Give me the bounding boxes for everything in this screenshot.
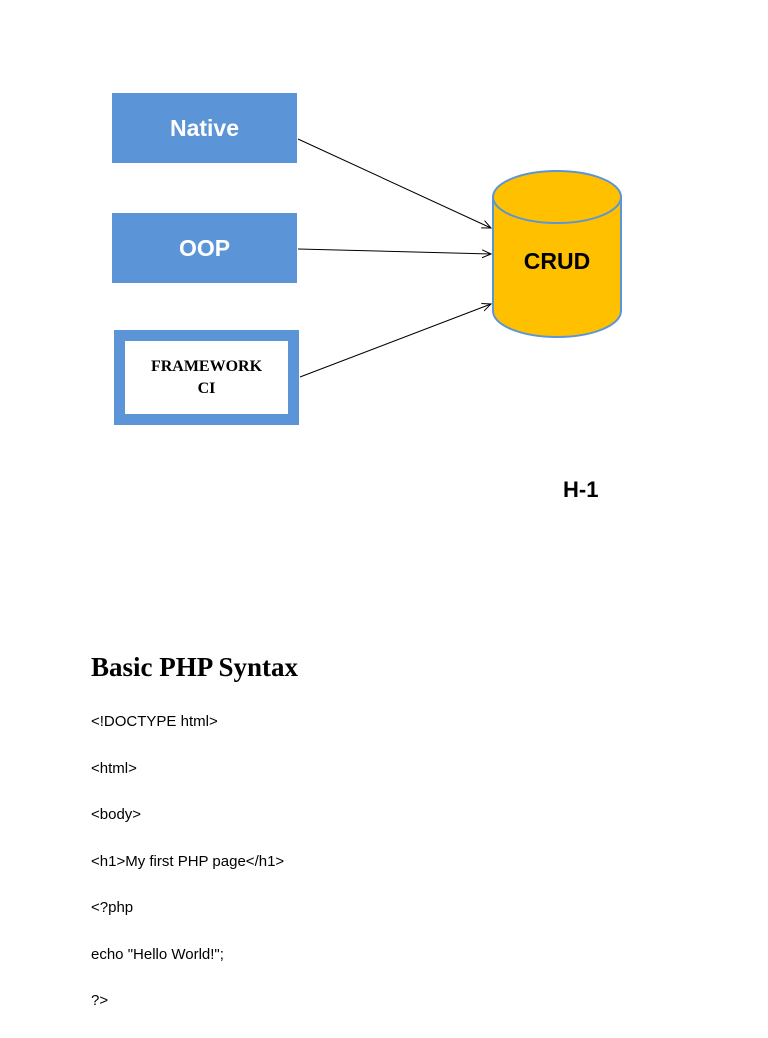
code-line: ?> (91, 992, 109, 1009)
code-line: <!DOCTYPE html> (91, 713, 218, 730)
code-line: <body> (91, 806, 142, 823)
node-framework: FRAMEWORK CI (114, 330, 299, 425)
code-listing: <!DOCTYPE html> <html> <body> <h1>My fir… (91, 712, 284, 1038)
node-oop: OOP (112, 213, 297, 283)
section-title: Basic PHP Syntax (91, 652, 299, 682)
arrow-framework-to-crud (299, 304, 491, 378)
code-line: <h1>My first PHP page</h1> (91, 852, 285, 870)
node-crud-label: CRUD (523, 248, 591, 274)
node-oop-label: OOP (178, 234, 231, 261)
arrow-native-to-crud (297, 138, 491, 228)
code-line: echo "Hello World!"; (91, 945, 224, 963)
node-native-label: Native (169, 114, 240, 141)
code-line: <html> (91, 759, 137, 777)
node-framework-label-line1: FRAMEWORK (150, 357, 263, 375)
diagram-canvas (297, 138, 622, 378)
node-framework-label-line2: CI (197, 379, 216, 397)
node-framework-inner: FRAMEWORK CI (125, 341, 288, 414)
crud-cylinder (492, 170, 622, 338)
arrow-oop-to-crud (297, 248, 491, 254)
diagram-caption: H-1 (563, 477, 599, 502)
architecture-diagram: Native OOP FRAMEWORK CI CRUD H-1 (112, 93, 622, 502)
code-line: <?php (91, 899, 134, 916)
node-native: Native (112, 93, 297, 163)
